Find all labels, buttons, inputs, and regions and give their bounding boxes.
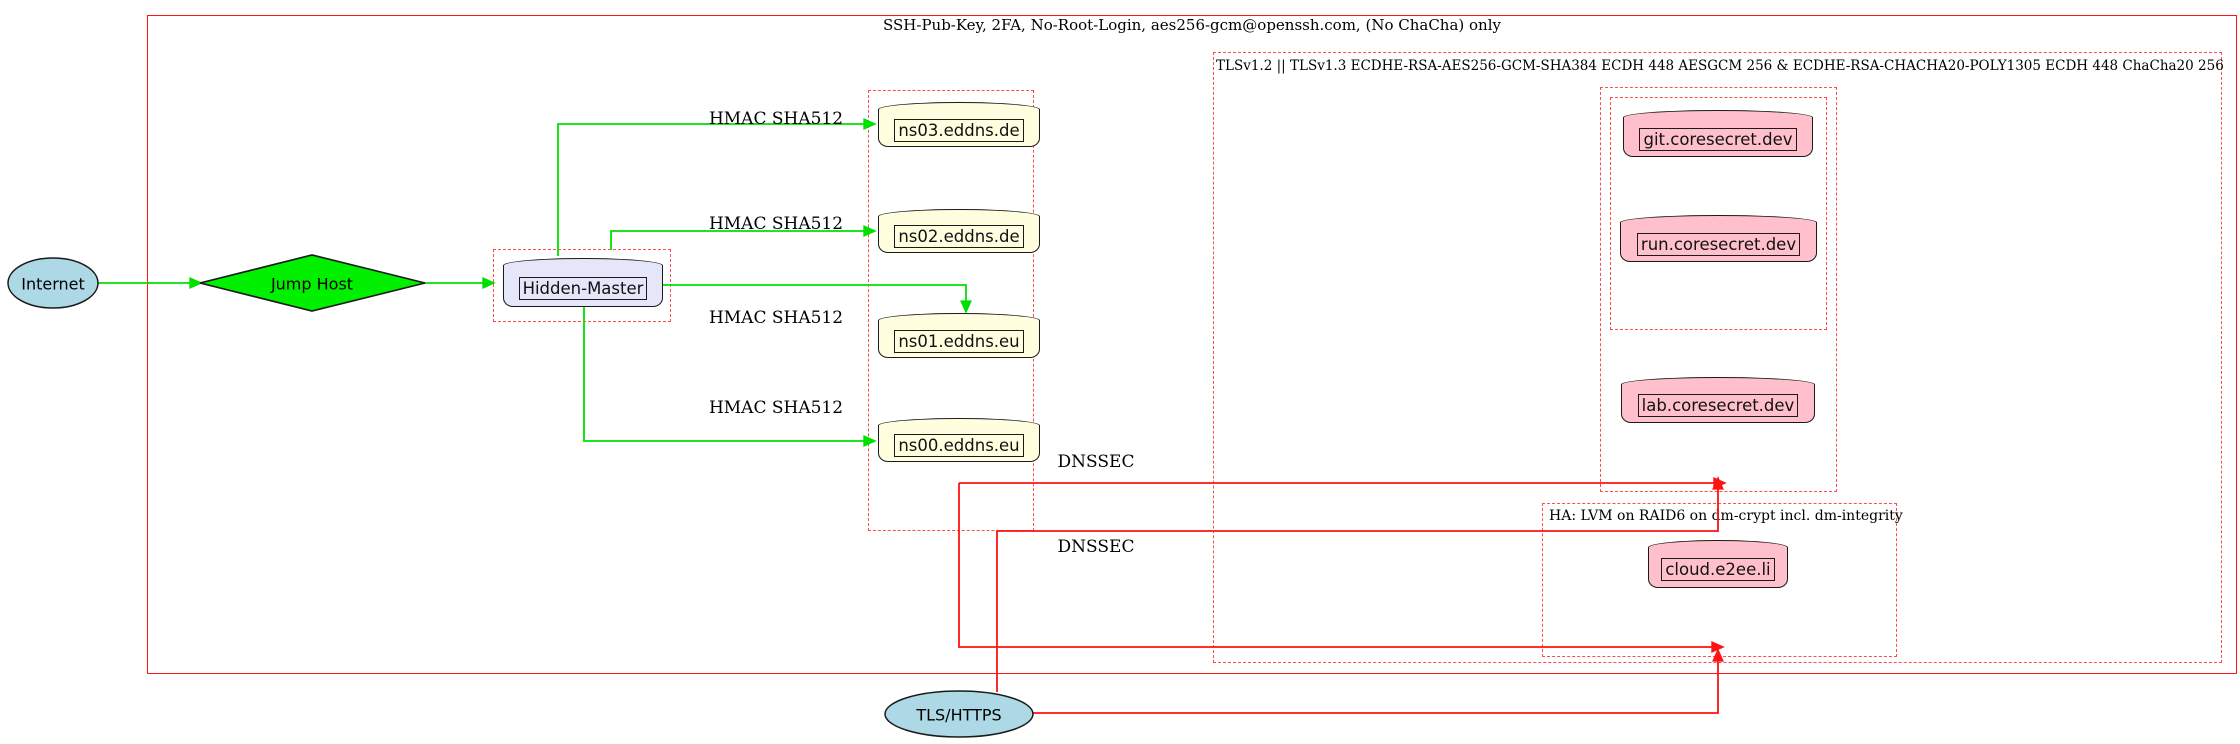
cylinder-body (503, 265, 663, 307)
node-internet-label: Internet (21, 274, 85, 294)
edge-label-dnssec-1: DNSSEC (1057, 452, 1135, 472)
node-hidden-master: Hidden-Master (503, 258, 663, 307)
node-tls-https-shape (884, 690, 1034, 738)
node-hidden-master-label: Hidden-Master (518, 276, 648, 300)
node-tls-https-label: TLS/HTTPS (916, 705, 1002, 725)
edge-label-hmac-ns02: HMAC SHA512 (708, 214, 844, 234)
node-run: run.coresecret.dev (1620, 215, 1817, 262)
node-lab: lab.coresecret.dev (1621, 377, 1815, 423)
node-ns03: ns03.eddns.de (878, 102, 1040, 147)
node-jump-host-shape (199, 254, 426, 312)
cluster-gitrun-box (1610, 97, 1827, 330)
node-cloud-label: cloud.e2ee.li (1661, 558, 1775, 581)
cluster-ssh-label: SSH-Pub-Key, 2FA, No-Root-Login, aes256-… (883, 16, 1501, 34)
node-ns00: ns00.eddns.eu (878, 418, 1040, 462)
edge-hiddenmaster-ns01 (663, 284, 972, 314)
edge-label-dnssec-2: DNSSEC (1057, 537, 1135, 557)
node-ns02-label: ns02.eddns.de (894, 225, 1024, 248)
cluster-tls-label: TLSv1.2 || TLSv1.3 ECDHE-RSA-AES256-GCM-… (1216, 58, 2224, 74)
node-ns02: ns02.eddns.de (878, 209, 1040, 253)
edge-tlshttps-ha (1033, 648, 1724, 714)
edge-hiddenmaster-ns02 (610, 225, 877, 250)
edge-label-hmac-ns01: HMAC SHA512 (708, 308, 844, 328)
node-ns03-label: ns03.eddns.de (894, 118, 1024, 142)
node-git-label: git.coresecret.dev (1639, 127, 1797, 151)
edge-dns-ha-dnssec (958, 483, 1725, 653)
edge-label-hmac-ns03: HMAC SHA512 (708, 109, 844, 129)
node-run-label: run.coresecret.dev (1636, 232, 1801, 256)
node-lab-label: lab.coresecret.dev (1637, 394, 1799, 417)
edge-hiddenmaster-ns00 (583, 307, 877, 447)
node-ns01-label: ns01.eddns.eu (894, 329, 1024, 353)
cluster-ssh-outer-box (147, 15, 2237, 674)
node-git: git.coresecret.dev (1623, 110, 1813, 157)
cluster-ha-label: HA: LVM on RAID6 on dm-crypt incl. dm-in… (1549, 508, 1903, 524)
cylinder-body (878, 216, 1040, 253)
node-ns01: ns01.eddns.eu (878, 313, 1040, 358)
node-cloud: cloud.e2ee.li (1648, 540, 1788, 588)
edge-label-hmac-ns00: HMAC SHA512 (708, 398, 844, 418)
node-internet-shape (7, 257, 99, 309)
node-ns00-label: ns00.eddns.eu (894, 434, 1024, 457)
node-jump-host-label: Jump Host (270, 274, 354, 294)
edge-tlshttps-coresecret (996, 476, 1724, 692)
cluster-nameservers-box (868, 90, 1034, 531)
cylinder-body (1648, 547, 1788, 588)
cylinder-body (878, 425, 1040, 462)
edge-hiddenmaster-ns03 (557, 118, 877, 256)
